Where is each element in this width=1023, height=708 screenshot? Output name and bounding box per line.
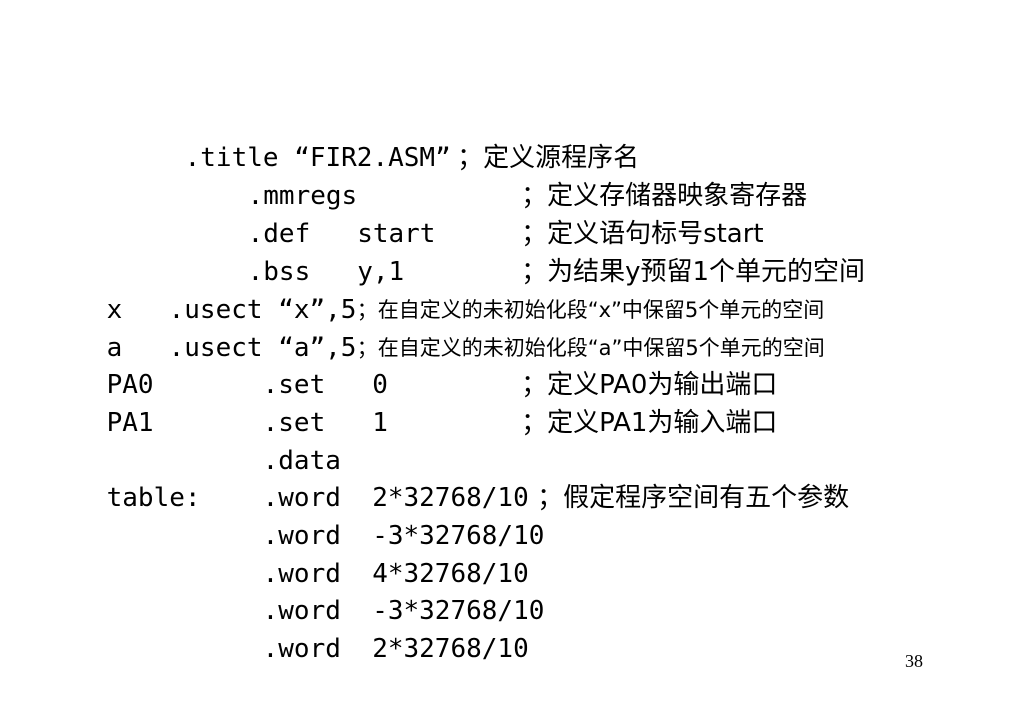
- code-line-word-2: .word -3*32768/10: [200, 491, 545, 581]
- comment-def: ；定义语句标号start: [488, 189, 764, 279]
- comment-set-pa0: ；定义PA0为输出端口: [488, 340, 777, 430]
- code-text: .def start: [247, 219, 436, 249]
- comment-text: ；在自定义的未初始化段“x”中保留5个单元的空间: [356, 298, 825, 322]
- comment-bss: ；为结果y预留1个单元的空间: [488, 227, 865, 317]
- code-text: .data: [262, 446, 341, 476]
- code-text: .word 2*32768/10: [262, 483, 529, 513]
- comment-title: ；定义源程序名: [424, 113, 639, 203]
- code-line-def: .def start: [185, 189, 436, 279]
- code-text: .set 1: [262, 408, 388, 438]
- code-line-title: .title “FIR2.ASM”: [122, 113, 451, 203]
- comment-text: ；定义PA1为输入端口: [521, 408, 778, 438]
- code-line-mmregs: .mmregs: [185, 151, 358, 241]
- label-text: PA0: [106, 370, 154, 400]
- code-text: .word -3*32768/10: [262, 596, 545, 626]
- code-line-set-pa0: .set 0: [200, 340, 388, 430]
- code-label-x: x: [44, 265, 123, 355]
- label-text: a: [106, 333, 123, 363]
- comment-text: ；定义语句标号start: [521, 219, 764, 249]
- code-line-word-5: .word 2*32768/10: [200, 604, 529, 694]
- comment-usect-a: ；在自定义的未初始化段“a”中保留5个单元的空间: [330, 303, 825, 393]
- code-label-a: a: [44, 303, 123, 393]
- comment-text: ；定义源程序名: [457, 143, 640, 173]
- comment-text: ；假定程序空间有五个参数: [537, 483, 850, 513]
- comment-text: ；在自定义的未初始化段“a”中保留5个单元的空间: [356, 336, 825, 360]
- code-text: .word 4*32768/10: [262, 559, 529, 589]
- comment-text: ；为结果y预留1个单元的空间: [521, 257, 865, 287]
- comment-usect-x: ；在自定义的未初始化段“x”中保留5个单元的空间: [330, 265, 825, 355]
- comment-word-1: ；假定程序空间有五个参数: [504, 453, 849, 543]
- label-text: table:: [106, 483, 201, 513]
- code-label-pa0: PA0: [44, 340, 154, 430]
- code-text: .title “FIR2.ASM”: [184, 143, 451, 173]
- code-text: .word -3*32768/10: [262, 521, 545, 551]
- code-label-table: table:: [44, 453, 201, 543]
- label-text: PA1: [106, 408, 154, 438]
- comment-text: ；定义存储器映象寄存器: [521, 181, 808, 211]
- code-line-data: .data: [200, 416, 341, 506]
- code-line-set-pa1: .set 1: [200, 378, 388, 468]
- code-line-usect-x: .usect “x”,5: [106, 265, 357, 355]
- code-text: .usect “x”,5: [168, 295, 357, 325]
- code-line-usect-a: .usect “a”,5: [106, 303, 357, 393]
- code-text: .word 2*32768/10: [262, 634, 529, 664]
- code-line-word-4: .word -3*32768/10: [200, 566, 545, 656]
- code-text: .mmregs: [247, 181, 358, 211]
- label-text: x: [106, 295, 123, 325]
- comment-text: ；定义PA0为输出端口: [521, 370, 778, 400]
- comment-mmregs: ；定义存储器映象寄存器: [488, 151, 807, 241]
- code-text: .set 0: [262, 370, 388, 400]
- code-label-pa1: PA1: [44, 378, 154, 468]
- code-line-word-3: .word 4*32768/10: [200, 529, 529, 619]
- code-line-word-1: .word 2*32768/10: [200, 453, 529, 543]
- comment-set-pa1: ；定义PA1为输入端口: [488, 378, 777, 468]
- code-text: .usect “a”,5: [168, 333, 357, 363]
- code-text: .bss y,1: [247, 257, 405, 287]
- code-line-bss: .bss y,1: [185, 227, 405, 317]
- page-number: 38: [905, 651, 923, 671]
